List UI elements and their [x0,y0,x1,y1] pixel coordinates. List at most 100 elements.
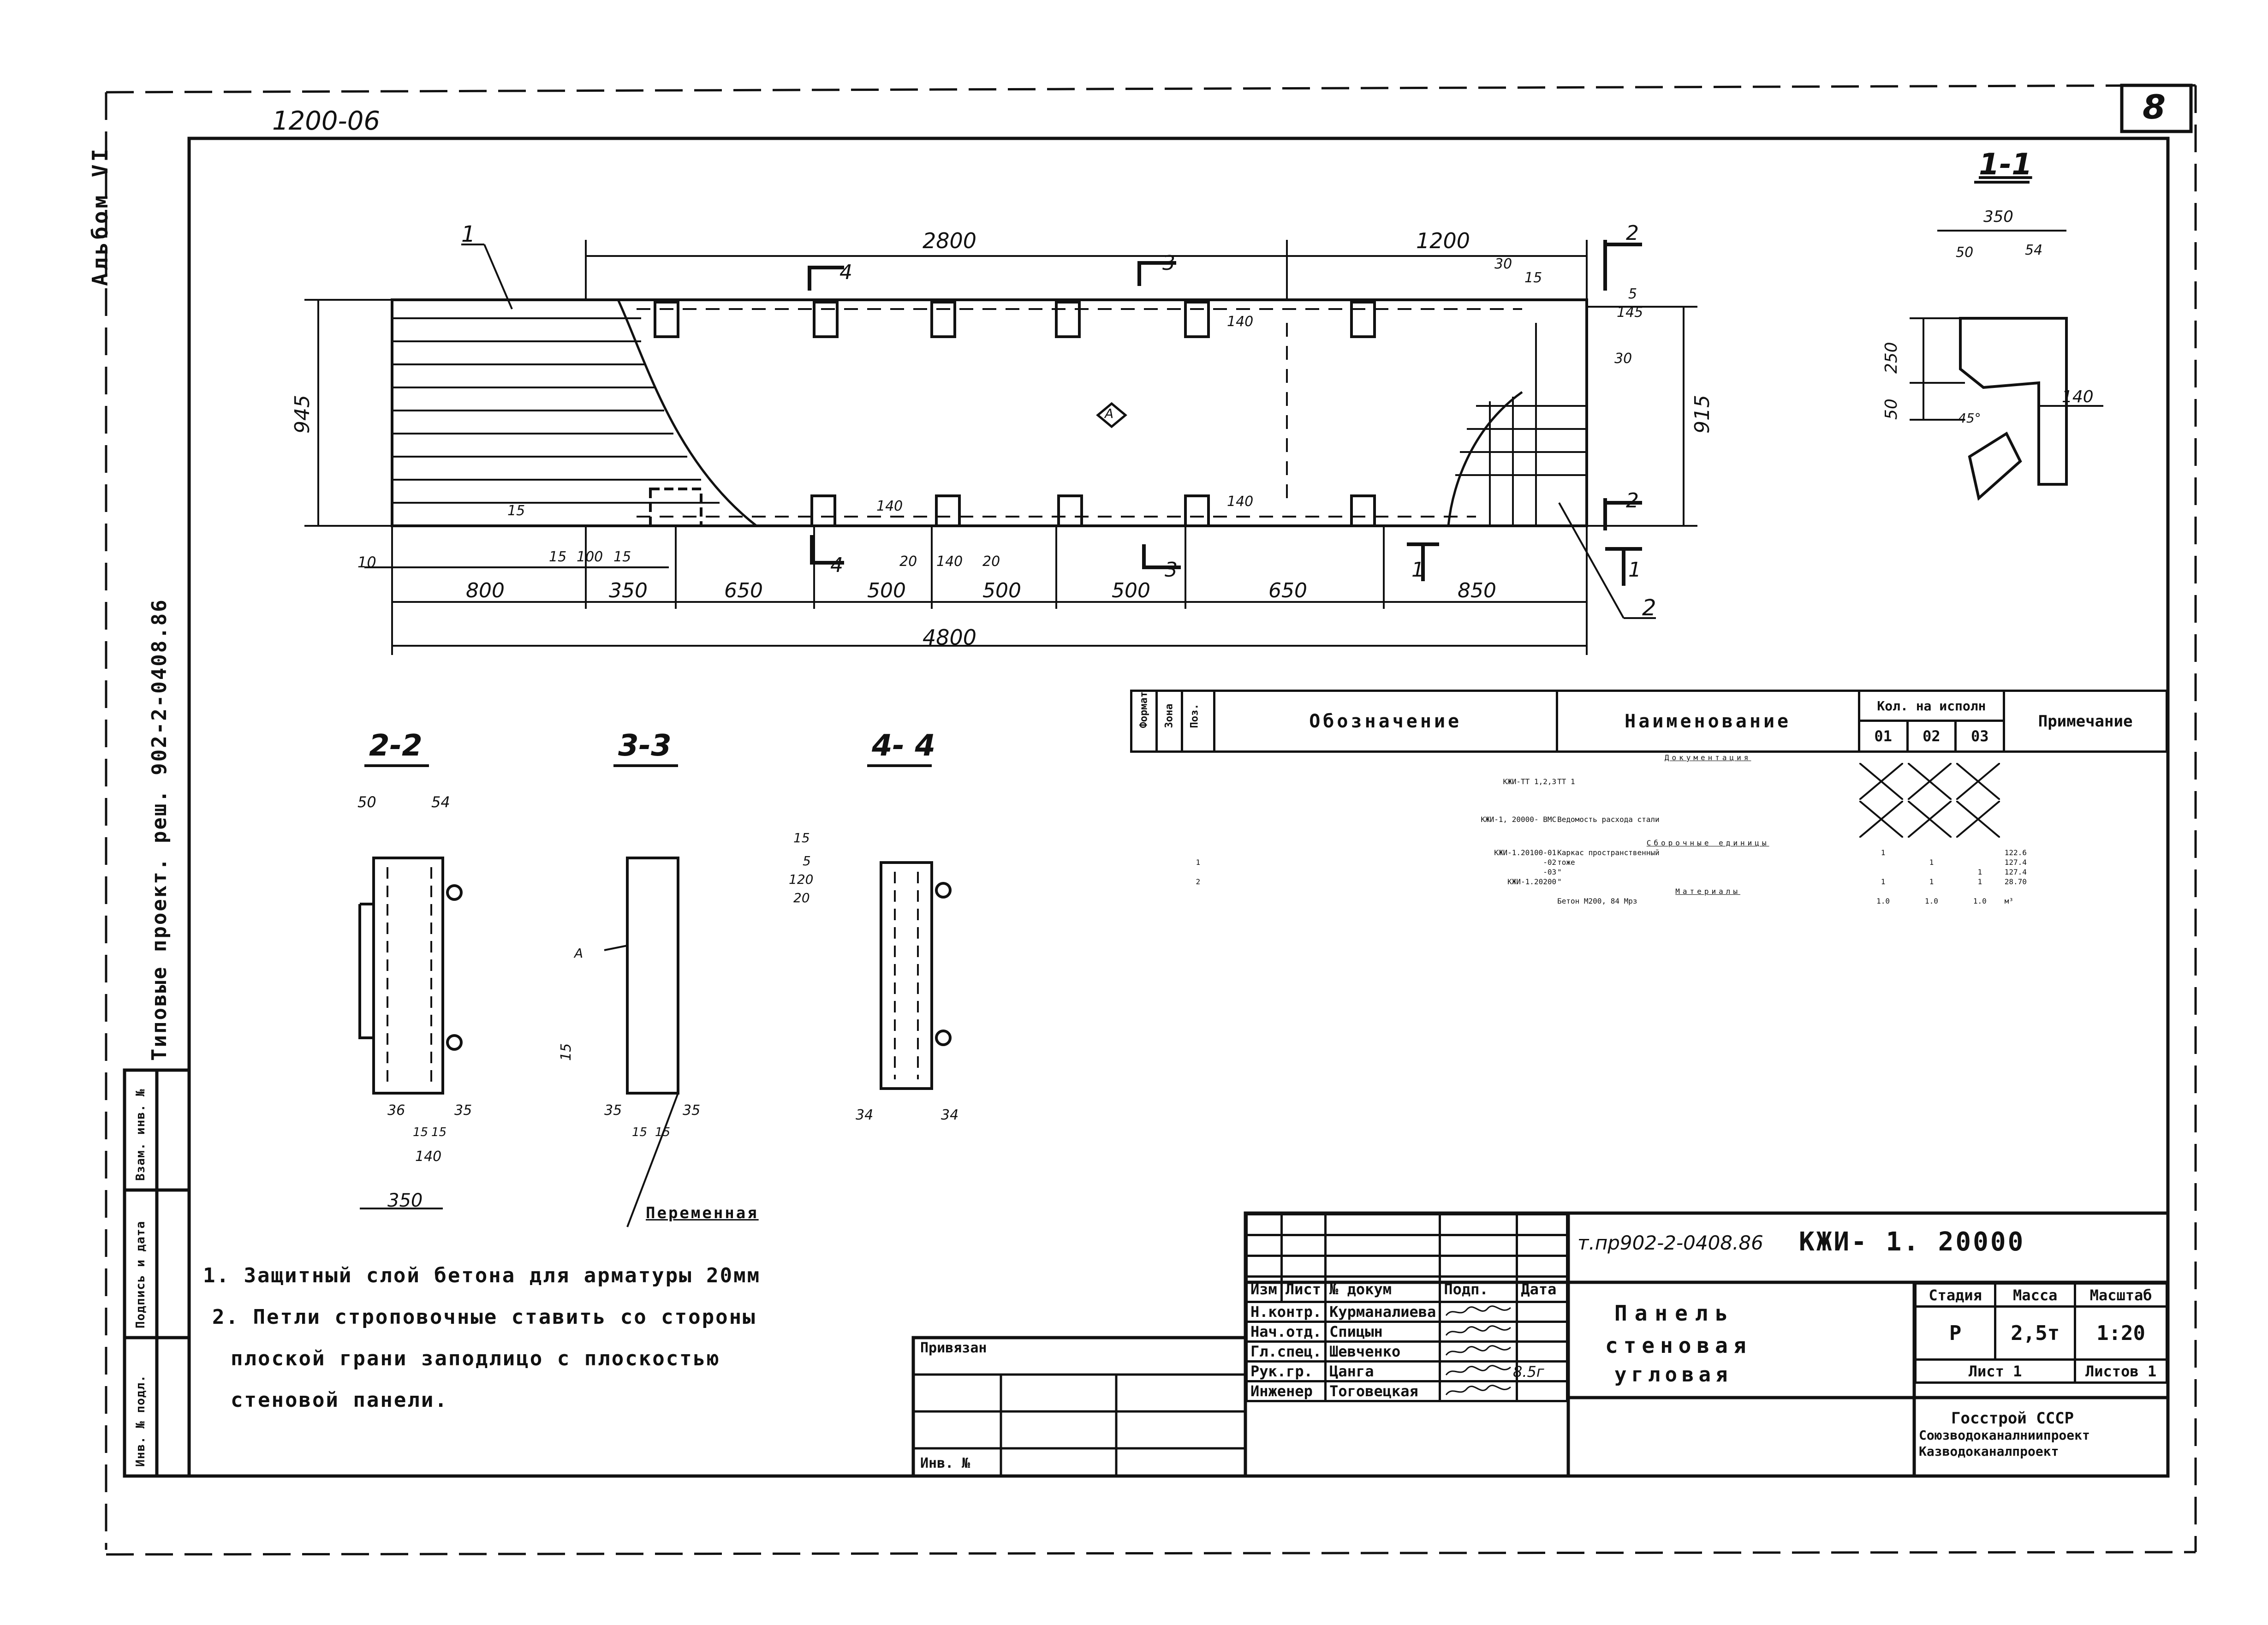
note-3: плоской грани заподлицо с плоскостью [231,1347,720,1370]
section-2-2-dim-36: 36 [387,1102,405,1119]
spec-table: Формат Зона Поз. Обозначение Наименовани… [1130,690,2168,906]
spec-cell-qty: 1 [1881,848,1886,857]
title-block-doc-code: т.пр902-2-0408.86 [1577,1232,1763,1254]
cross-icon [1859,801,1904,838]
note-1: 1. Защитный слой бетона для арматуры 20м… [203,1264,761,1287]
staff-row: Нач.отд.Спицын [1245,1321,1568,1343]
section-1-1-drawing [1910,181,2103,501]
section-2-2-dim-140: 140 [415,1149,442,1165]
spec-cell-designation: КЖИ-ТТ 1,2,3 [1503,777,1557,786]
staff-name: Курманалиева [1324,1301,1441,1323]
stage-header: Стадия [1914,1282,1997,1308]
signature-scribble-icon [1446,1305,1512,1316]
title-block-date-note: 8.5г [1513,1363,1544,1381]
section-2-2-dim-15b: 15 [431,1125,447,1139]
section-2-2-drawing [358,764,463,1209]
dim-small-20a: 20 [899,554,917,570]
section-mark-2-bottom: 2 [1626,489,1639,512]
tb-col-izm: Изм [1245,1275,1283,1303]
spec-cell-crossed [1859,800,1907,838]
dim-bottom-500a: 500 [867,579,906,602]
section-3-3-drawing [604,764,679,1227]
dim-small-140d: 140 [1227,314,1254,330]
section-mark-3-top: 3 [1162,251,1175,275]
org-line-3: Казводоканалпроект [1919,1444,2059,1459]
privyazan-label: Привязан [920,1340,987,1356]
staff-name: Тоговецкая [1324,1380,1441,1402]
spec-row: Сборочные единицы [1131,838,2167,848]
section-1-1-dim-350: 350 [1983,208,2013,226]
scale-header: Масштаб [2074,1282,2168,1308]
staff-role: Н.контр. [1245,1301,1327,1323]
spec-subheader-01: 01 [1857,720,1909,753]
staff-role: Гл.спец. [1245,1340,1327,1363]
section-4-4-dim-15: 15 [793,830,810,845]
section-2-2-title: 2-2 [369,729,423,763]
spec-cell-designation: -03 [1543,868,1557,876]
dim-small-15b: 15 [549,549,567,565]
spec-cell-pos: 1 [1196,858,1201,867]
section-mark-1-left: 1 [1411,558,1424,582]
staff-row: Гл.спец.Шевченко [1245,1340,1568,1363]
section-3-3-dim-15c: 15 [655,1125,671,1139]
dim-small-15c: 15 [613,549,631,565]
dim-small-5: 5 [1628,286,1637,302]
tb-col-list: Лист [1280,1275,1327,1303]
staff-date [1516,1321,1568,1343]
section-1-1-dim-140: 140 [2062,387,2094,406]
dim-bottom-350: 350 [609,579,648,602]
section-mark-2-top: 2 [1626,221,1639,245]
staff-signature [1439,1380,1518,1402]
dim-bottom-850: 850 [1458,579,1496,602]
spec-cell-note: 127.4 [2004,858,2027,867]
spec-cell-qty: 1.0 [1973,897,1987,905]
section-mark-4-top: 4 [839,261,852,284]
spec-cell-name: Сборочные единицы [1646,839,1769,847]
spec-header-designation: Обозначение [1213,690,1558,753]
spec-cell-note: 127.4 [2004,868,2027,876]
cross-icon [1908,763,1952,800]
spec-cell-name: ТТ 1 [1557,777,1575,786]
dim-small-145: 145 [1617,304,1643,321]
section-3-3-dim-15b: 15 [632,1125,648,1139]
section-2-2-dim-35: 35 [454,1102,472,1119]
section-4-4-dim-34a: 34 [856,1107,874,1123]
section-4-4-dim-34b: 34 [941,1107,959,1123]
spec-cell-name: тоже [1557,858,1575,867]
section-4-4-dim-5: 5 [803,853,811,869]
dim-top-2800: 2800 [923,228,977,253]
staff-date [1516,1360,1568,1382]
dim-small-30a: 30 [1494,256,1512,272]
callout-1: 1 [461,221,476,247]
spec-cell-qty: 1.0 [1924,897,1938,905]
dim-bottom-500b: 500 [982,579,1021,602]
dim-top-1200: 1200 [1416,228,1470,253]
section-1-1-dim-50: 50 [1956,244,1974,261]
title-block-stage-table: Стадия Масса Масштаб Р 2,5т 1:20 Лист 1 … [1914,1282,2168,1384]
staff-role: Нач.отд. [1245,1321,1327,1343]
dim-small-10: 10 [357,554,376,571]
section-1-1-title: 1-1 [1979,148,2032,182]
section-2-2-dim-50: 50 [357,793,376,811]
section-1-1-dim-54: 54 [2025,242,2043,258]
spec-cell-name: Материалы [1675,887,1740,896]
signature-scribble-icon [1446,1325,1512,1336]
sheets-value: Листов 1 [2074,1358,2168,1384]
signature-scribble-icon [1446,1385,1512,1395]
staff-date [1516,1301,1568,1323]
spec-cell-note: 28.70 [2004,877,2027,886]
inv-label: Инв. № [920,1455,970,1471]
spec-cell-note: м³ [2004,897,2013,905]
staff-row: Н.контр.Курманалиева [1245,1301,1568,1323]
mass-value: 2,5т [1994,1305,2077,1361]
staff-signature [1439,1340,1518,1363]
cross-icon [1908,801,1952,838]
